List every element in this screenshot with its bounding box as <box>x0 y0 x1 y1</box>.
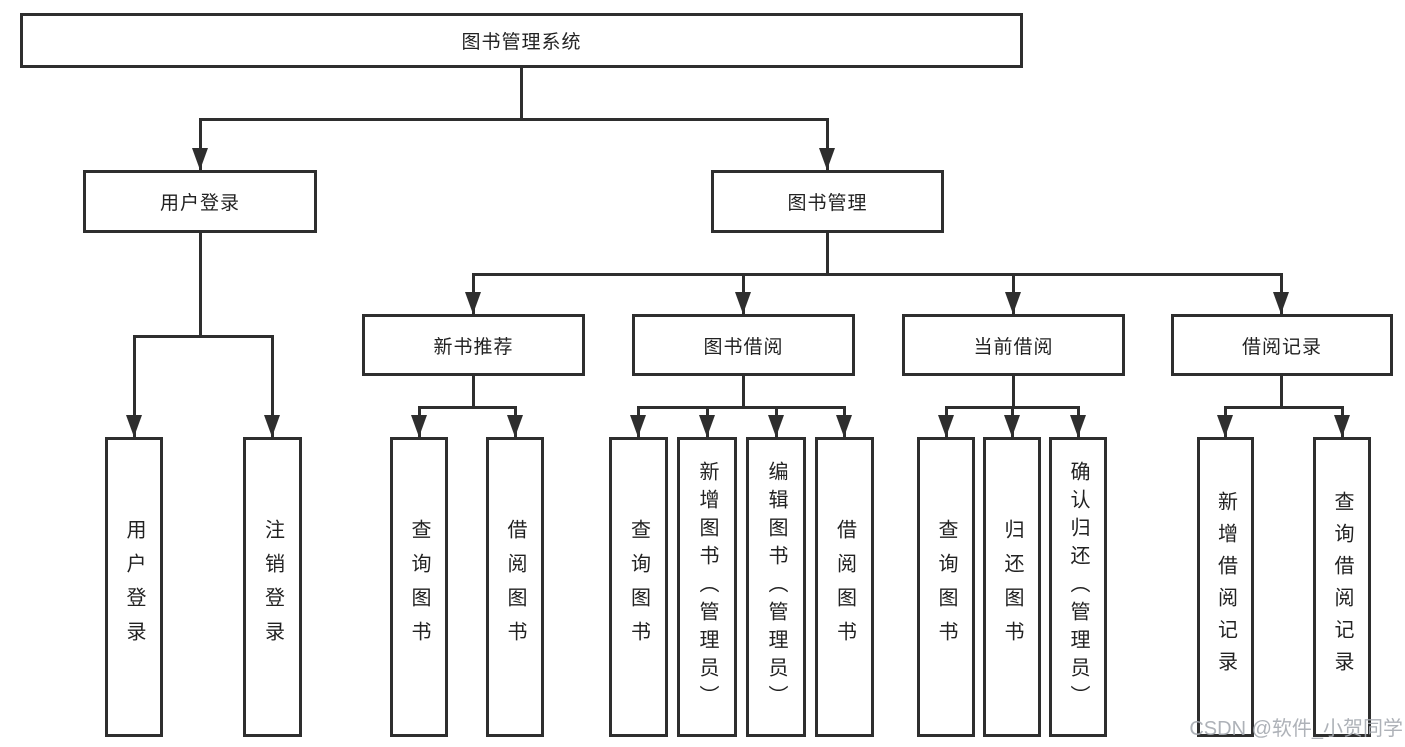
connector-line <box>199 118 829 121</box>
node-root: 图书管理系统 <box>20 13 1023 68</box>
connector-line <box>133 335 274 338</box>
connector-line <box>826 118 829 170</box>
arrowhead-icon <box>735 292 751 314</box>
arrowhead-icon <box>126 415 142 437</box>
node-label: 当前借阅 <box>973 336 1054 358</box>
node-label: 用户登录 <box>123 519 145 655</box>
node-label: 图书管理系统 <box>461 32 582 53</box>
connector-line <box>1224 406 1343 409</box>
node-book-management: 图书管理 <box>711 170 944 233</box>
node-label: 借阅图书 <box>504 519 526 655</box>
arrowhead-icon <box>264 415 280 437</box>
leaf-nbr-query-books: 查询图书 <box>390 437 448 737</box>
node-label: 用户登录 <box>159 193 240 214</box>
arrowhead-icon <box>411 415 427 437</box>
node-label: 编辑图书（管理员） <box>765 461 787 713</box>
connector-line <box>742 376 745 406</box>
arrowhead-icon <box>699 415 715 437</box>
arrowhead-icon <box>1005 292 1021 314</box>
arrowhead-icon <box>1004 415 1020 437</box>
node-label: 图书借阅 <box>703 336 784 358</box>
node-label: 确认归还（管理员） <box>1067 461 1089 713</box>
leaf-cb-confirm-return-admin: 确认归还（管理员） <box>1049 437 1107 737</box>
node-label: 查询图书 <box>935 519 957 655</box>
node-user-login: 用户登录 <box>83 170 317 233</box>
node-borrow-records: 借阅记录 <box>1171 314 1393 376</box>
arrowhead-icon <box>1217 415 1233 437</box>
node-label: 查询图书 <box>627 519 650 655</box>
leaf-nbr-borrow-books: 借阅图书 <box>486 437 544 737</box>
leaf-user-login: 用户登录 <box>105 437 163 737</box>
connector-line <box>472 273 1283 276</box>
connector-line <box>520 68 523 118</box>
arrowhead-icon <box>192 148 208 170</box>
node-label: 归还图书 <box>1001 519 1023 655</box>
node-label: 借阅图书 <box>833 519 856 655</box>
node-label: 新书推荐 <box>433 336 514 358</box>
connector-line <box>199 118 202 170</box>
node-new-book-recommend: 新书推荐 <box>362 314 585 376</box>
arrowhead-icon <box>1070 415 1086 437</box>
node-current-borrow: 当前借阅 <box>902 314 1125 376</box>
connector-line <box>418 406 517 409</box>
node-label: 注销登录 <box>261 519 284 655</box>
connector-line <box>133 335 136 437</box>
node-label: 图书管理 <box>787 193 868 214</box>
leaf-br-query-record: 查询借阅记录 <box>1313 437 1371 737</box>
node-label: 新增图书（管理员） <box>696 461 718 713</box>
leaf-cb-query-books: 查询图书 <box>917 437 975 737</box>
connector-line <box>637 406 846 409</box>
leaf-bb-edit-books-admin: 编辑图书（管理员） <box>746 437 806 737</box>
arrowhead-icon <box>465 292 481 314</box>
arrowhead-icon <box>938 415 954 437</box>
node-label: 查询借阅记录 <box>1331 491 1353 683</box>
leaf-cb-return-books: 归还图书 <box>983 437 1041 737</box>
connector-line <box>1280 376 1283 406</box>
leaf-bb-query-books: 查询图书 <box>609 437 668 737</box>
arrowhead-icon <box>1273 292 1289 314</box>
node-label: 查询图书 <box>408 519 430 655</box>
arrowhead-icon <box>819 148 835 170</box>
connector-line <box>826 233 829 273</box>
leaf-br-add-record: 新增借阅记录 <box>1197 437 1254 737</box>
arrowhead-icon <box>1334 415 1350 437</box>
connector-line <box>1012 376 1015 406</box>
arrowhead-icon <box>630 415 646 437</box>
node-label: 新增借阅记录 <box>1214 491 1237 683</box>
arrowhead-icon <box>768 415 784 437</box>
leaf-logout: 注销登录 <box>243 437 302 737</box>
watermark: CSDN @软件_小贺同学 <box>1189 718 1403 740</box>
leaf-bb-add-books-admin: 新增图书（管理员） <box>677 437 737 737</box>
arrowhead-icon <box>507 415 523 437</box>
connector-line <box>199 233 202 335</box>
node-book-borrow: 图书借阅 <box>632 314 855 376</box>
leaf-bb-borrow-books: 借阅图书 <box>815 437 874 737</box>
node-label: 借阅记录 <box>1241 336 1322 358</box>
arrowhead-icon <box>836 415 852 437</box>
connector-line <box>472 376 475 406</box>
connector-line <box>271 335 274 437</box>
